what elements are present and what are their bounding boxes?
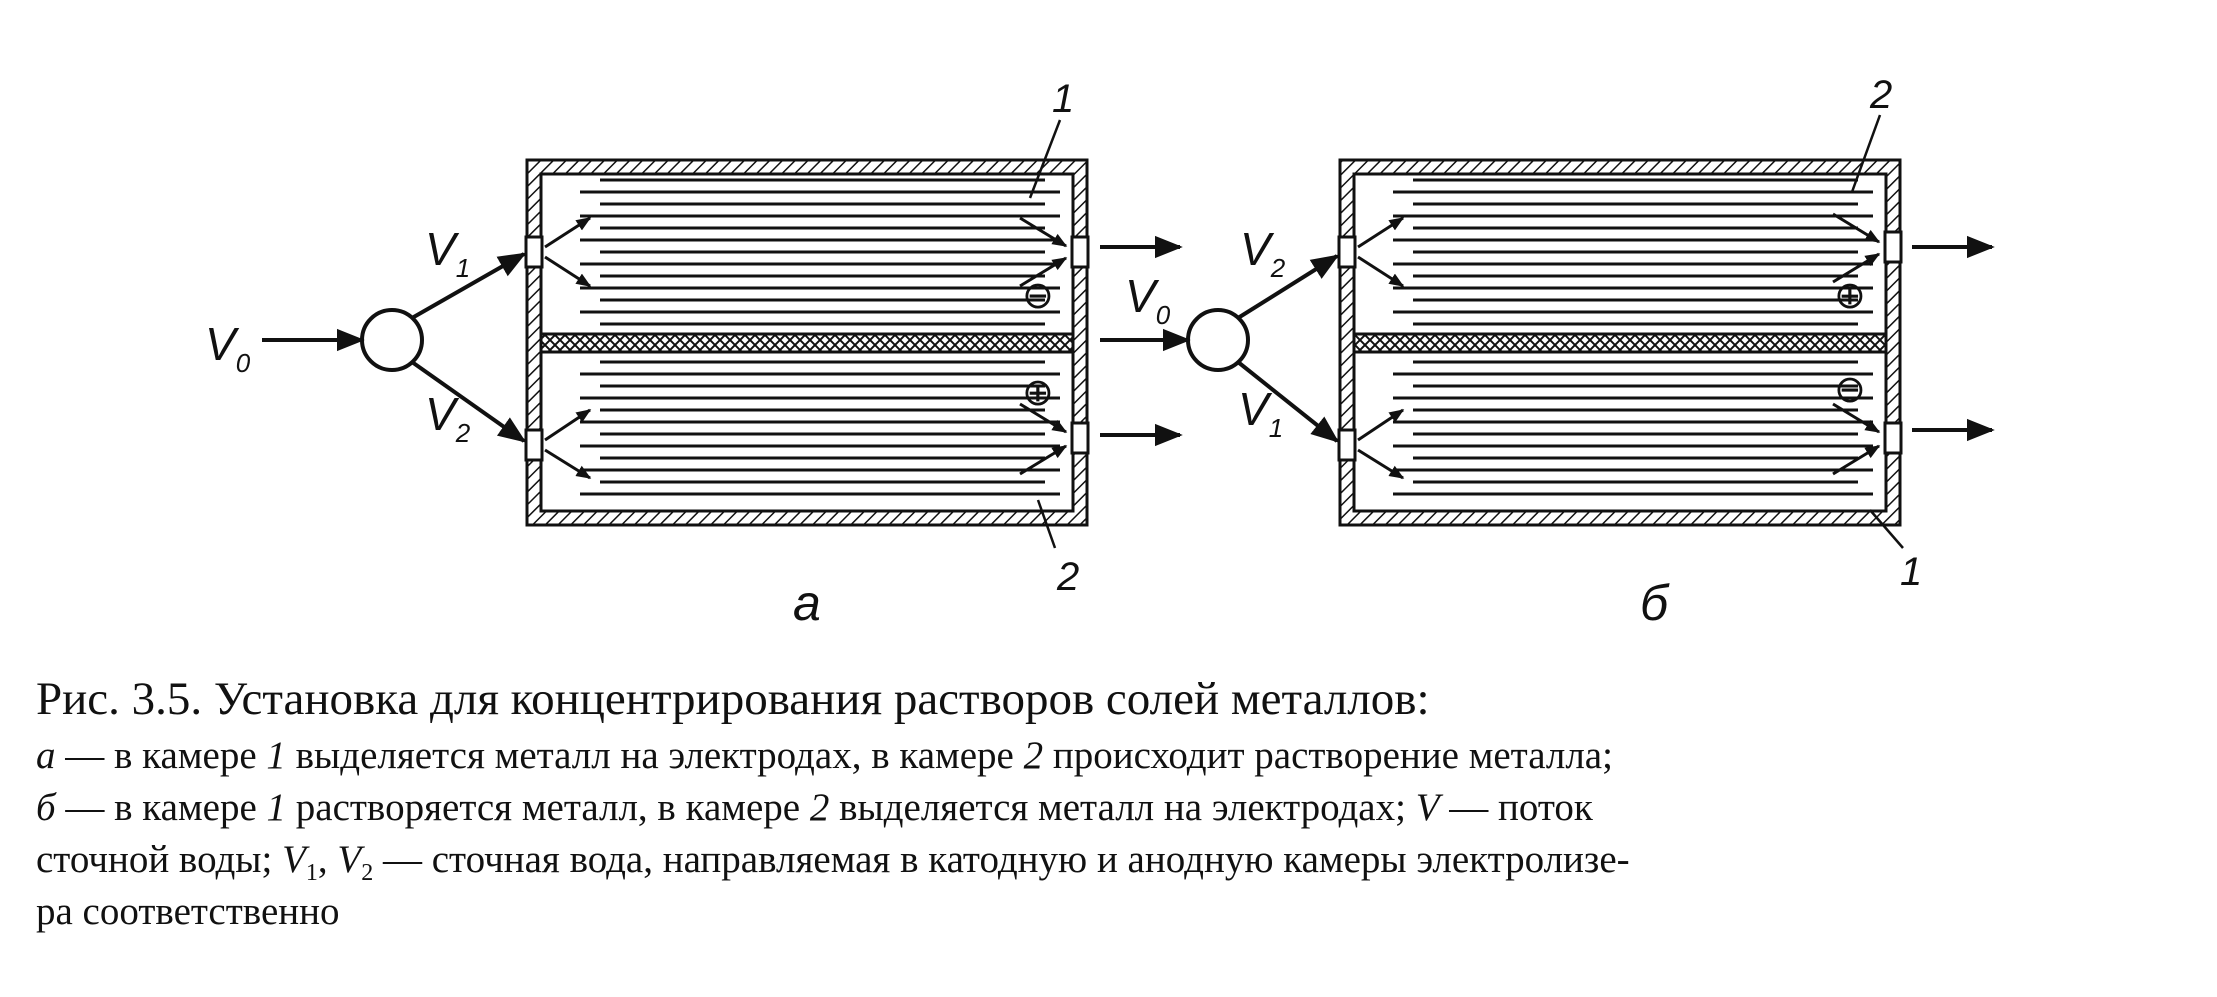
figure-caption: Рис. 3.5. Установка для концентрирования… — [36, 670, 2186, 938]
panel-b-membrane — [1352, 332, 1888, 354]
caption-title: Рис. 3.5. Установка для концентрирования… — [36, 673, 1430, 725]
panel-a: V0 V1 V2 1 2 ⊖ ⊕ а — [205, 77, 1183, 631]
panel-a-outlet-port-upper — [1070, 235, 1090, 269]
panel-a-electrode-sign-bottom: ⊕ — [1022, 370, 1054, 414]
panel-b-feed-upper — [1236, 254, 1340, 320]
caption-line-2: б — в камере 1 растворяется металл, в ка… — [36, 786, 1593, 829]
panel-b: V0 V2 V1 2 1 ⊕ ⊖ б — [1100, 73, 1995, 631]
panel-a-membrane — [539, 332, 1075, 354]
panel-a-chamber-number-top: 1 — [1052, 77, 1074, 121]
caption-line-1: а — в камере 1 выделяется металл на элек… — [36, 734, 1613, 777]
panel-b-letter: б — [1640, 575, 1670, 631]
panel-a-inlet-port-upper — [524, 235, 544, 269]
panel-a-leader-1 — [1028, 119, 1062, 199]
panel-b-outlet-port-lower — [1883, 421, 1903, 455]
panel-a-feed-lower — [410, 360, 527, 443]
panel-a-leader-2 — [1036, 499, 1057, 549]
panel-a-chamber-number-bottom: 2 — [1056, 555, 1079, 599]
panel-a-flow-upper-label: V1 — [425, 223, 470, 283]
caption-line-3: сточной воды; V1, V2 — сточная вода, нап… — [36, 838, 1630, 886]
panel-b-chamber-number-top: 2 — [1869, 73, 1892, 117]
panel-a-inlet-port-lower — [524, 428, 544, 462]
panel-a-letter: а — [793, 575, 821, 631]
panel-b-lower-electrodes — [1393, 360, 1873, 496]
panel-a-electrode-sign-top: ⊖ — [1022, 273, 1054, 317]
panel-a-flow-lower-label: V2 — [425, 388, 471, 448]
panel-b-electrode-sign-top: ⊕ — [1834, 273, 1866, 317]
electrolyzer-figure: V0 V1 V2 1 2 ⊖ ⊕ а — [205, 73, 1995, 631]
panel-b-inlet-port-upper — [1337, 235, 1357, 269]
panel-a-lower-electrodes — [580, 360, 1060, 496]
panel-b-flow-upper-label: V2 — [1240, 223, 1286, 283]
panel-b-feed-lower — [1236, 360, 1340, 443]
panel-b-flow-lower-label: V1 — [1238, 383, 1283, 443]
panel-b-chamber-number-bottom: 1 — [1900, 550, 1922, 594]
panel-b-electrode-sign-bottom: ⊖ — [1834, 367, 1866, 411]
caption-line-4: ра соответственно — [36, 890, 340, 933]
panel-a-upper-electrodes — [580, 178, 1060, 326]
panel-a-internal-flow — [544, 216, 1068, 480]
panel-b-leader-1 — [1869, 509, 1904, 549]
panel-b-leader-2 — [1850, 114, 1882, 193]
panel-a-outlet-port-lower — [1070, 421, 1090, 455]
panel-b-upper-electrodes — [1393, 178, 1873, 326]
panel-a-feed-upper — [411, 252, 527, 320]
panel-b-internal-flow — [1357, 212, 1881, 480]
panel-b-inlet-port-lower — [1337, 428, 1357, 462]
panel-a-housing — [525, 158, 1089, 527]
panel-b-housing — [1338, 158, 1902, 527]
panel-b-outlet-port-upper — [1883, 230, 1903, 264]
panel-b-inlet-label: V0 — [1125, 270, 1171, 330]
panel-a-inlet-label: V0 — [205, 318, 251, 378]
